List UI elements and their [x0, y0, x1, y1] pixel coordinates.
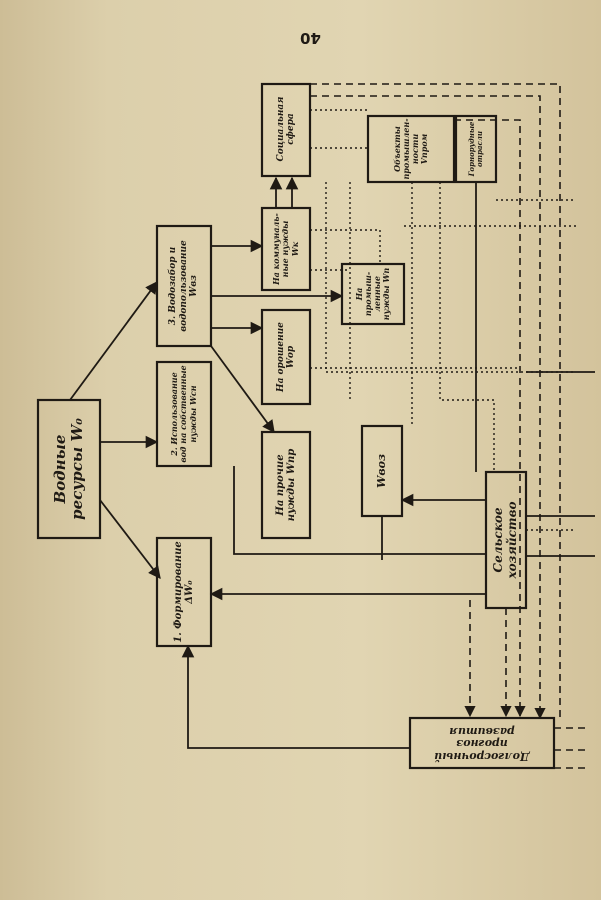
label-other-needs: На прочие нужды Wпр [274, 448, 298, 522]
arrow-intake-to-other [210, 345, 275, 434]
dotted-grid-1 [325, 182, 574, 373]
label-industrial-needs: На промыш- ленные нужды Wп [353, 267, 392, 321]
label-formation: 1. Формирование ΔW₀ [172, 541, 196, 643]
line-other-to-agri [233, 466, 486, 555]
dashed-social-top [310, 95, 546, 720]
box-social [260, 82, 312, 178]
label-water-intake: 3. Водозабор и водопользование Wвз [168, 240, 200, 332]
label-forecast: Долгосрочный прогноз развития [434, 724, 530, 763]
label-own-needs: 2. Использование вод на собственные нужд… [169, 365, 198, 463]
box-irrigation [260, 308, 312, 406]
label-agriculture: Сельское хозяйство [491, 501, 519, 579]
label-irrigation: На орошение Wор [275, 322, 296, 392]
label-social: Социальная сфера [275, 96, 296, 162]
label-return-waters: Wвоз [374, 454, 388, 488]
box-other-needs [260, 430, 312, 540]
arrow-water-to-intake [69, 280, 158, 401]
arrow-forecast-to-formation [181, 644, 410, 749]
label-mining: Горнорудные отрасли [466, 121, 484, 177]
box-forecast [408, 716, 556, 770]
label-public-utility: На коммуналь- ные нужды Wк [271, 213, 300, 285]
arrow-water-to-formation [99, 499, 161, 579]
dashed-social-outer [310, 83, 561, 718]
dotted-industry-agri [439, 182, 495, 472]
dotted-public-industrial [310, 229, 381, 264]
box-own-needs [155, 360, 213, 468]
label-water-resources: Водные ресурсы W₀ [50, 418, 86, 520]
box-industry-objects [366, 114, 456, 184]
dashed-industry-top [454, 119, 526, 718]
label-industry-objects: Объекты промышлен- ности Vпром [391, 118, 430, 180]
box-water-resources [36, 398, 102, 540]
